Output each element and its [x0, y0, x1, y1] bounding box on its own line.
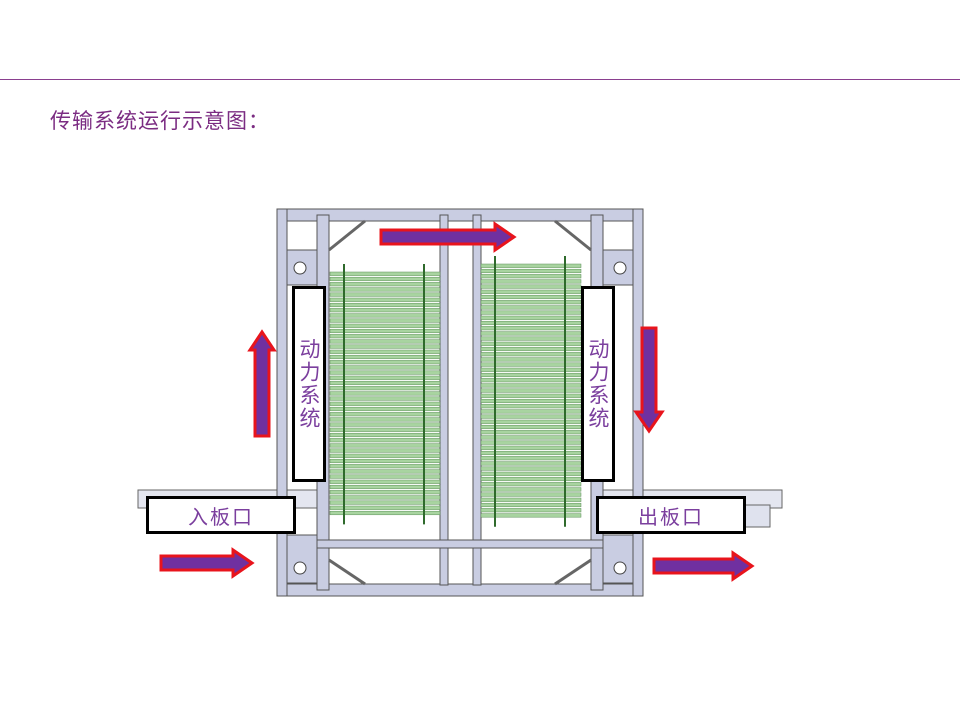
- left-rack-slat: [329, 505, 441, 510]
- arrow-left-up: [247, 329, 277, 438]
- right-rack-slat: [480, 279, 582, 284]
- left-rack-slat: [329, 287, 441, 292]
- left-rack-slat: [329, 412, 441, 417]
- header-divider: [0, 79, 960, 80]
- left-rack-slat: [329, 495, 441, 500]
- arrow-top-right: [379, 221, 517, 253]
- left-rack-slat: [329, 323, 441, 328]
- left-rack-slat: [329, 401, 441, 406]
- left-rack-slat: [329, 344, 441, 349]
- left-rack-slat: [329, 458, 441, 464]
- right-rack-slat: [480, 482, 582, 487]
- right-rack-slat: [480, 487, 582, 492]
- left-rack-slat: [329, 500, 441, 505]
- arrow-inlet: [159, 547, 255, 579]
- right-rack-slat: [480, 274, 582, 279]
- left-rack-slat: [329, 469, 441, 474]
- left-rack-slat: [329, 282, 441, 287]
- bearing-icons: [293, 261, 627, 575]
- left-rack-slat: [329, 318, 441, 323]
- pcb-racks: [329, 256, 582, 527]
- left-rack-slat: [329, 292, 441, 297]
- right-rack-slat: [480, 263, 582, 268]
- left-rack-slat: [329, 443, 441, 448]
- left-rack-slat: [329, 438, 441, 443]
- inlet-label: 入板口: [146, 496, 296, 534]
- left-rack-slat: [329, 370, 441, 375]
- left-rack-slat: [329, 484, 441, 490]
- left-rack-slat: [329, 386, 441, 391]
- left-rack-slat: [329, 406, 441, 412]
- right-power-system-label: 动力系统: [581, 286, 615, 482]
- left-rack-slat: [329, 339, 441, 344]
- left-rack-slat: [329, 334, 441, 339]
- left-rack-slat: [329, 448, 441, 453]
- left-rack-slat: [329, 375, 441, 380]
- left-rack-slat: [329, 391, 441, 396]
- left-rack-slat: [329, 308, 441, 313]
- arrow-outlet: [652, 550, 755, 582]
- left-rack-slat: [329, 464, 441, 469]
- left-rack-slat: [329, 328, 441, 334]
- left-rack-slat: [329, 380, 441, 386]
- left-rack-slat: [329, 354, 441, 360]
- left-power-system-label: 动力系统: [292, 286, 326, 482]
- left-rack-slat: [329, 479, 441, 484]
- frame-braces: [328, 219, 592, 586]
- left-rack-slat: [329, 396, 441, 401]
- left-rack-slat: [329, 474, 441, 479]
- left-rack-slat: [329, 510, 441, 516]
- left-rack-slat: [329, 453, 441, 458]
- left-rack-slat: [329, 313, 441, 318]
- left-rack-slat: [329, 349, 441, 354]
- left-rack-slat: [329, 360, 441, 365]
- right-rack-slat: [480, 492, 582, 497]
- left-rack-slat: [329, 271, 441, 276]
- left-rack-slat: [329, 276, 441, 282]
- left-rack-slat: [329, 490, 441, 495]
- right-rack-slat: [480, 502, 582, 508]
- left-rack-slat: [329, 302, 441, 308]
- outlet-label: 出板口: [596, 496, 746, 534]
- left-rack-slat: [329, 297, 441, 302]
- arrow-right-down: [633, 326, 665, 434]
- right-rack-slat: [480, 497, 582, 502]
- left-rack-slat: [329, 417, 441, 422]
- right-rack-slat: [480, 268, 582, 274]
- left-rack-slat: [329, 427, 441, 432]
- outlet-conveyor-motor: [744, 504, 771, 528]
- slide-title: 传输系统运行示意图：: [50, 109, 270, 133]
- right-rack-slat: [480, 508, 582, 513]
- left-rack-slat: [329, 422, 441, 427]
- left-rack-slat: [329, 432, 441, 438]
- left-rack-slat: [329, 365, 441, 370]
- right-rack-slat: [480, 513, 582, 518]
